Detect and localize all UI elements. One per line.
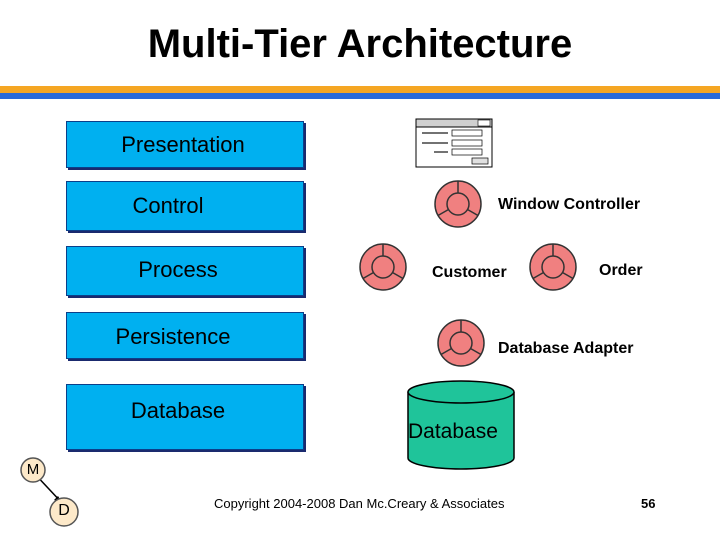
tier-presentation: Presentation: [66, 121, 304, 168]
tier-persistence-label: Persistence: [115, 324, 231, 349]
tier-control: Control: [66, 181, 304, 231]
tier-process-label: Process: [138, 257, 218, 282]
tier-persistence: Persistence: [66, 312, 304, 359]
tier-presentation-label: Presentation: [121, 132, 245, 157]
tier-database: Database: [66, 384, 304, 450]
mvc-d-node: [49, 497, 79, 527]
order-label: Order: [599, 262, 643, 279]
window-controller-icon: [434, 180, 482, 228]
tier-process: Process: [66, 246, 304, 296]
customer-icon: [359, 243, 407, 291]
mvc-m-label: M: [26, 461, 40, 478]
copyright-text: Copyright 2004-2008 Dan Mc.Creary & Asso…: [214, 496, 505, 511]
database-adapter-icon: [437, 319, 485, 367]
tier-database-label: Database: [130, 398, 226, 423]
page-number: 56: [641, 496, 656, 511]
order-icon: [529, 243, 577, 291]
database-cylinder-label: Database: [408, 420, 498, 443]
title-underline-orange: [0, 86, 720, 93]
mvc-m-node: [20, 457, 46, 483]
window-controller-label: Window Controller: [498, 196, 641, 213]
title-underline-blue: [0, 93, 720, 99]
customer-label: Customer: [432, 264, 507, 281]
window-form-icon: [415, 118, 493, 168]
tier-control-label: Control: [132, 193, 204, 218]
database-cylinder-icon: [407, 380, 515, 470]
database-adapter-label: Database Adapter: [498, 340, 634, 357]
slide-title: Multi-Tier Architecture: [147, 22, 573, 66]
mvc-d-label: D: [58, 502, 70, 519]
